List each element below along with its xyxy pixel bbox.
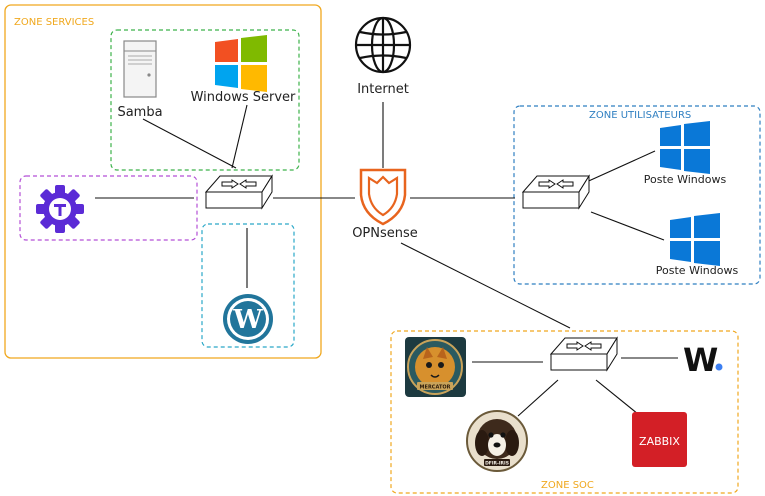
- link-users-switch-poste2: [590, 211, 665, 241]
- mercator-badge-text: MERCATOR: [420, 385, 451, 391]
- link-samba-switch: [142, 118, 237, 169]
- link-soc-switch-dfir: [517, 379, 559, 417]
- zone-services-label: ZONE SERVICES: [14, 17, 94, 28]
- dfir-badge-text: DFIR-IRIS: [485, 461, 509, 467]
- shield-icon: [359, 168, 407, 226]
- poste-windows-label-2: Poste Windows: [656, 264, 739, 277]
- link-firewall-soc-switch: [400, 242, 571, 329]
- link-windows-server-switch: [231, 104, 248, 169]
- network-switch-icon: [204, 174, 273, 210]
- internet-label: Internet: [357, 82, 409, 97]
- windows-logo-icon: [660, 121, 710, 174]
- samba-windows-subzone: [110, 29, 300, 171]
- gear-subzone: [19, 175, 198, 241]
- windows-logo-color-icon: [215, 35, 267, 92]
- wordpress-logo-icon: W: [223, 294, 273, 344]
- server-tower-icon: [123, 40, 157, 98]
- zone-users-box: [513, 105, 761, 285]
- samba-label: Samba: [117, 105, 162, 120]
- link-users-switch-poste1: [581, 150, 656, 185]
- svg-text:W: W: [232, 305, 263, 335]
- zone-soc-label: ZONE SOC: [541, 480, 594, 491]
- wazuh-logo-letter: W: [683, 341, 718, 379]
- network-switch-icon: [549, 336, 618, 372]
- network-switch-icon: [521, 174, 590, 210]
- windows-server-label: Windows Server: [191, 90, 296, 105]
- zone-services-box: [4, 4, 322, 359]
- poste-windows-label-1: Poste Windows: [644, 173, 727, 186]
- wazuh-logo-icon: W: [683, 341, 723, 379]
- connection-lines: [95, 102, 678, 417]
- dfir-iris-badge-icon: DFIR-IRIS: [466, 410, 528, 472]
- globe-icon: [354, 16, 412, 74]
- zabbix-label: ZABBIX: [639, 435, 680, 448]
- zabbix-logo-icon: ZABBIX: [632, 412, 687, 467]
- opnsense-label: OPNsense: [352, 226, 418, 241]
- mercator-badge-icon: MERCATOR: [405, 337, 466, 397]
- windows-logo-icon: [670, 213, 720, 266]
- teleport-gear-icon: [36, 185, 84, 233]
- zone-users-label: ZONE UTILISATEURS: [589, 110, 691, 121]
- link-soc-switch-zabbix: [595, 379, 639, 415]
